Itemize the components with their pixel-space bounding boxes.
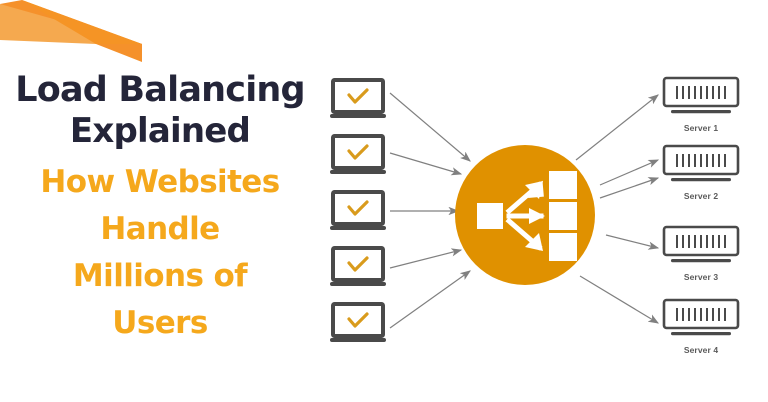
arrow-balancer-to-server2a <box>599 159 660 186</box>
headline-group: Load Balancing Explained How Websites Ha… <box>0 70 320 347</box>
server-rack-icon <box>662 144 740 182</box>
laptop-check-icon <box>330 190 386 230</box>
subheadline-line-2: Handle <box>100 211 220 247</box>
server-rack-icon <box>662 76 740 114</box>
server-node-4[interactable]: Server 4 <box>660 298 742 355</box>
server-node-2[interactable]: Server 2 <box>660 144 742 201</box>
arrow-balancer-to-server2b <box>599 177 660 199</box>
client-laptop-4[interactable] <box>330 246 386 288</box>
arrow-client2-to-balancer <box>389 152 463 176</box>
arrow-balancer-to-server3 <box>605 234 660 250</box>
load-balancer-node[interactable] <box>455 145 595 285</box>
load-balancing-diagram: Server 1 Server 2 <box>318 0 768 402</box>
laptop-check-icon <box>330 134 386 174</box>
client-laptop-2[interactable] <box>330 134 386 176</box>
brand-ribbon-logo <box>0 0 150 62</box>
arrow-client1-to-balancer <box>389 92 471 162</box>
laptop-check-icon <box>330 246 386 286</box>
subheadline-line-1: How Websites <box>40 164 280 200</box>
headline-line-2: Explained <box>69 111 251 151</box>
server-node-3[interactable]: Server 3 <box>660 225 742 282</box>
arrow-balancer-to-server1 <box>575 94 659 161</box>
client-laptop-1[interactable] <box>330 78 386 120</box>
laptop-check-icon <box>330 302 386 342</box>
server-label: Server 3 <box>683 272 719 282</box>
server-label: Server 4 <box>683 345 719 355</box>
server-label: Server 2 <box>683 191 719 201</box>
ribbon-icon <box>0 0 142 62</box>
server-rack-icon <box>662 225 740 263</box>
server-node-1[interactable]: Server 1 <box>660 76 742 133</box>
subheadline-line-3: Millions of <box>72 258 248 294</box>
arrow-client4-to-balancer <box>389 248 463 269</box>
arrow-connectors <box>389 92 660 329</box>
arrow-client5-to-balancer <box>389 270 471 329</box>
client-laptop-5[interactable] <box>330 302 386 344</box>
headline-line-1: Load Balancing <box>15 70 305 110</box>
laptop-check-icon <box>330 78 386 118</box>
server-rack-icon <box>662 298 740 336</box>
subheadline-line-4: Users <box>112 305 208 341</box>
subheadline-group: How Websites Handle Millions of Users <box>0 159 320 347</box>
server-label: Server 1 <box>683 123 719 133</box>
arrow-balancer-to-server4 <box>579 275 660 324</box>
load-balancer-icon <box>455 145 595 285</box>
client-laptop-3[interactable] <box>330 190 386 232</box>
